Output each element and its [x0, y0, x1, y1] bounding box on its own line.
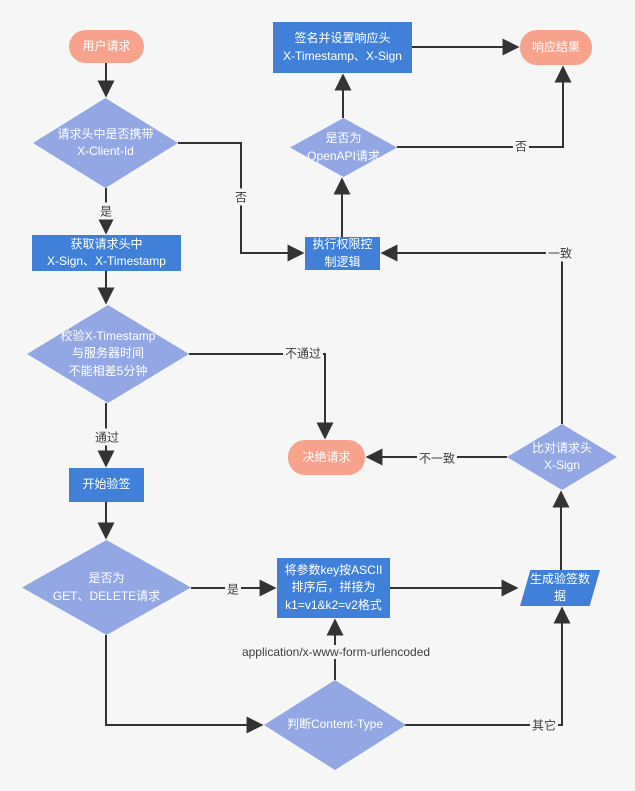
process-get-headers: 获取请求头中 X-Sign、X-Timestamp — [32, 235, 181, 271]
process-sort-params: 将参数key按ASCII 排序后，拼接为 k1=v1&k2=v2格式 — [277, 558, 390, 618]
decision-check-content-type: 判断Content-Type — [264, 680, 406, 770]
process-exec-permission: 执行权限控 制逻辑 — [305, 237, 380, 270]
edge-check-method-no — [105, 635, 264, 734]
edge-label-mismatch: 不一致 — [416, 449, 458, 467]
edge-label-other: 其它 — [529, 716, 559, 734]
decision-check-openapi: 是否为 OpenAPI请求 — [290, 118, 397, 177]
edge-label-form-urlencoded: application/x-www-form-urlencoded — [239, 645, 433, 659]
edge-label-match: 一致 — [545, 244, 575, 262]
decision-check-method: 是否为 GET、DELETE请求 — [22, 540, 191, 635]
decision-compare-sign: 比对请求头 X-Sign — [507, 424, 617, 490]
edge-label-no-2: 否 — [512, 137, 530, 155]
decision-check-client-id: 请求头中是否携带 X-Client-Id — [33, 98, 178, 188]
end-node: 响应结果 — [520, 30, 592, 65]
start-node: 用户请求 — [69, 30, 144, 63]
io-gen-sign-data: 生成验签数据 — [520, 570, 600, 606]
edge-check-timestamp-fail — [189, 353, 334, 440]
edge-label-fail: 不通过 — [282, 344, 324, 362]
process-start-verify: 开始验签 — [69, 468, 144, 502]
decision-check-timestamp: 校验X-Timestamp 与服务器时间 不能相差5分钟 — [27, 305, 189, 403]
io-gen-sign-data-label: 生成验签数据 — [529, 571, 590, 603]
process-sign-response: 签名并设置响应头 X-Timestamp、X-Sign — [273, 22, 412, 73]
terminator-reject-request: 决绝请求 — [288, 440, 365, 475]
edge-check-openapi-no — [397, 65, 572, 148]
edge-compare-sign-match — [380, 244, 563, 424]
edge-label-no-1: 否 — [232, 188, 250, 206]
edge-label-yes-1: 是 — [97, 202, 115, 220]
edge-content-type-other — [405, 606, 571, 726]
edge-label-yes-2: 是 — [224, 580, 242, 598]
edge-label-pass: 通过 — [92, 428, 122, 446]
